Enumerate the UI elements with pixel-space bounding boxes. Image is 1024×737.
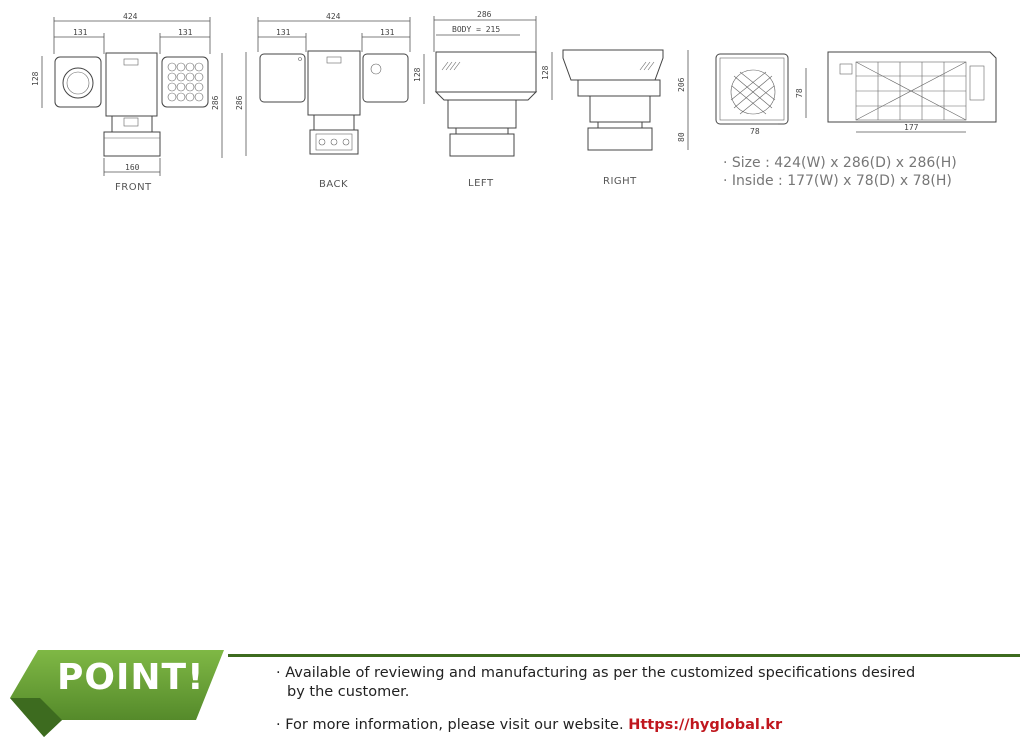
front-dim-131-right: 131	[178, 28, 193, 37]
point-divider	[228, 654, 1020, 657]
left-dim-128: 128	[541, 65, 550, 80]
inside-dim-177: 177	[904, 123, 919, 132]
inside-side-view: 78 78	[715, 53, 807, 136]
left-view: 286 BODY = 215 128 LEFT	[433, 10, 553, 189]
left-view-label: LEFT	[468, 178, 494, 189]
back-dim-286: 286	[235, 95, 244, 110]
front-view: 424 131 131 128 286	[31, 12, 223, 193]
point-note-2-text: · For more information, please visit our…	[276, 717, 624, 733]
back-dim-128: 128	[413, 67, 422, 82]
right-view: 206 80 RIGHT	[562, 49, 689, 187]
front-dim-160: 160	[125, 163, 140, 172]
front-view-label: FRONT	[115, 182, 152, 193]
back-dim-131-right: 131	[380, 28, 395, 37]
website-link[interactable]: Https://hyglobal.kr	[628, 717, 783, 733]
left-dim-body: BODY = 215	[452, 25, 500, 34]
spec-size: · Size : 424(W) x 286(D) x 286(H)	[723, 155, 957, 171]
front-dim-128: 128	[31, 71, 40, 86]
inside-dim-78-height: 78	[795, 88, 804, 98]
point-badge-label: POINT!	[57, 657, 205, 698]
front-dim-286: 286	[211, 95, 220, 110]
inside-dim-78-width: 78	[750, 127, 760, 136]
back-view: 424 131 131 286 128 BACK	[235, 12, 425, 190]
point-note-2: · For more information, please visit our…	[276, 717, 782, 733]
point-badge-shape	[10, 650, 224, 737]
right-dim-80: 80	[677, 132, 686, 142]
left-dim-286: 286	[477, 10, 492, 19]
right-dim-206: 206	[677, 77, 686, 92]
back-view-label: BACK	[319, 179, 348, 190]
back-dim-131-left: 131	[276, 28, 291, 37]
point-note-1: · Available of reviewing and manufacturi…	[276, 665, 916, 681]
front-dim-131-left: 131	[73, 28, 88, 37]
back-dim-424: 424	[326, 12, 341, 21]
front-dim-424: 424	[123, 12, 138, 21]
point-note-1-cont: by the customer.	[287, 684, 410, 700]
right-view-label: RIGHT	[603, 176, 637, 187]
inside-top-view: 177	[827, 51, 997, 133]
spec-inside: · Inside : 177(W) x 78(D) x 78(H)	[723, 173, 952, 189]
